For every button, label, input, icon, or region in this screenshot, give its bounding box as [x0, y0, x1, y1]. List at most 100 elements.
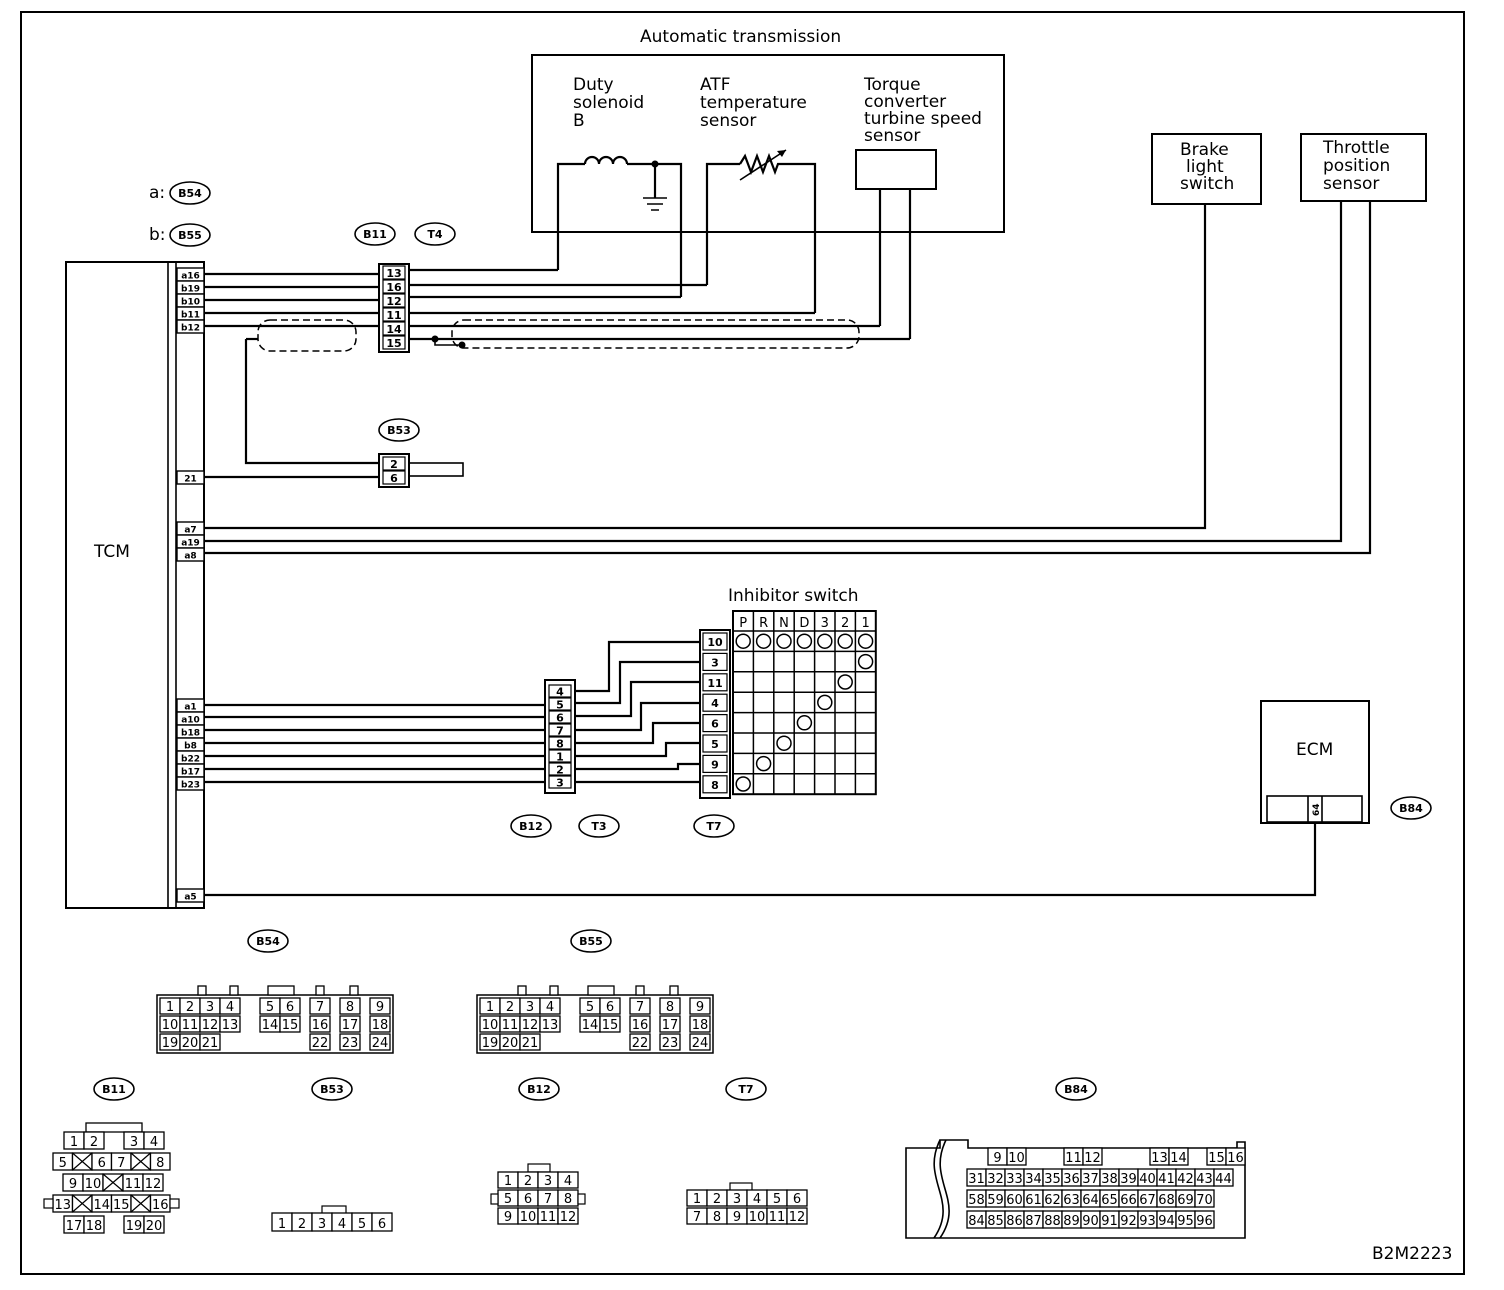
face-b54-cell-label: 24 — [372, 1036, 389, 1051]
face-b55-cell-label: 6 — [606, 1000, 614, 1015]
face-b54-cell — [339, 997, 361, 1015]
face-b84-cell-label: 70 — [1196, 1193, 1213, 1208]
face-b84-cell-label: 16 — [1227, 1151, 1244, 1166]
face-t7-cell-label: 12 — [789, 1210, 806, 1225]
face-b11-badge: B11 — [102, 1083, 126, 1096]
face-b84-cell-label: 60 — [1006, 1193, 1023, 1208]
face-b53-cell-label: 5 — [358, 1217, 366, 1232]
t7-pin-label: 8 — [711, 779, 719, 792]
face-b54-cell — [369, 997, 391, 1015]
svg-text:Brake: Brake — [1180, 140, 1229, 160]
face-b84-cell-label: 9 — [993, 1151, 1001, 1166]
inhibitor-contact-mark — [796, 715, 813, 731]
b11-pin-label: 13 — [386, 267, 401, 280]
face-b11-cell-label: 18 — [86, 1219, 103, 1234]
svg-text:sensor: sensor — [864, 126, 920, 146]
face-b55-cell-label: 15 — [602, 1018, 619, 1033]
t7-pin — [702, 775, 728, 794]
face-b84-cell — [1194, 1189, 1215, 1208]
face-b84-cell-label: 91 — [1101, 1214, 1118, 1229]
face-b84-cell-label: 44 — [1215, 1172, 1232, 1187]
face-b12-cell-label: 8 — [564, 1192, 572, 1207]
b11-pin — [382, 307, 406, 322]
face-b84-cell-label: 37 — [1082, 1172, 1099, 1187]
face-b11-cell-label: 9 — [69, 1177, 77, 1192]
b12-pin — [548, 684, 572, 698]
tcm-pin-label: b12 — [181, 324, 200, 334]
face-b54-cell-label: 13 — [222, 1018, 239, 1033]
face-b84-cell-label: 68 — [1158, 1193, 1175, 1208]
face-b84-cell-label: 61 — [1025, 1193, 1042, 1208]
svg-text:temperature: temperature — [700, 93, 807, 113]
face-b55-cell-label: 21 — [522, 1036, 539, 1051]
tcm-pin-label: a10 — [181, 716, 200, 726]
face-t7-cell-label: 4 — [753, 1192, 761, 1207]
face-b55-cell — [659, 1015, 681, 1033]
svg-text:sensor: sensor — [700, 111, 756, 131]
shield-left — [257, 319, 357, 352]
face-b84-cell-label: 88 — [1044, 1214, 1061, 1229]
connector-b55-badge: B55 — [178, 229, 202, 242]
face-b55-cell-label: 5 — [586, 1000, 594, 1015]
svg-text:converter: converter — [864, 92, 946, 112]
face-b54-badge: B54 — [256, 935, 280, 948]
face-b11-cell-label: 16 — [152, 1198, 169, 1213]
face-b12-cell-label: 12 — [560, 1210, 577, 1225]
face-b55-cell — [659, 1033, 681, 1051]
face-b55-cell-label: 13 — [542, 1018, 559, 1033]
connector-b11-badge: B11 — [363, 228, 387, 241]
face-b11-cell — [143, 1215, 165, 1234]
face-b55-cell-label: 12 — [522, 1018, 539, 1033]
face-b55-cell-label: 19 — [482, 1036, 499, 1051]
face-b54-cell-label: 6 — [286, 1000, 294, 1015]
face-b53-cell-label: 3 — [318, 1217, 326, 1232]
face-b84-cell-label: 35 — [1044, 1172, 1061, 1187]
face-b84-badge: B84 — [1064, 1083, 1088, 1096]
tcm-pin-label: b17 — [181, 768, 200, 778]
face-b11-cell-label: 17 — [66, 1219, 83, 1234]
face-b11-cell-label: 11 — [125, 1177, 142, 1192]
face-b55-cell-label: 7 — [636, 1000, 644, 1015]
face-b84-cell-label: 40 — [1139, 1172, 1156, 1187]
face-b55-badge: B55 — [579, 935, 603, 948]
t7-pin — [702, 673, 728, 692]
face-b54-cell — [309, 997, 331, 1015]
b12-pin-label: 3 — [556, 777, 564, 790]
tcm-pin-label: b18 — [181, 729, 200, 739]
face-b53-badge: B53 — [320, 1083, 344, 1096]
face-b84-cell-label: 64 — [1082, 1193, 1099, 1208]
automatic-transmission-box — [531, 54, 1005, 233]
figure-code: B2M2223 — [1372, 1244, 1452, 1264]
face-b11-cell — [83, 1131, 105, 1150]
face-b55-cell — [689, 1015, 711, 1033]
face-b84-cell — [1194, 1210, 1215, 1229]
face-b53-cell-label: 6 — [378, 1217, 386, 1232]
b12-pin-label: 7 — [556, 725, 564, 738]
tcm-pin-label: b22 — [181, 755, 200, 765]
face-b55-cell-label: 22 — [632, 1036, 649, 1051]
b11-pin — [382, 321, 406, 336]
face-b54-cell — [369, 1033, 391, 1051]
t7-pin — [702, 632, 728, 651]
face-b54-cell-label: 8 — [346, 1000, 354, 1015]
face-b84-cell-label: 12 — [1084, 1151, 1101, 1166]
b12-pin — [548, 710, 572, 724]
face-b12-cell-label: 7 — [544, 1192, 552, 1207]
tcm-pin-label: a1 — [184, 703, 196, 713]
face-b84-cell-label: 87 — [1025, 1214, 1042, 1229]
face-t7-cell-label: 11 — [769, 1210, 786, 1225]
face-b84-cell-label: 32 — [987, 1172, 1004, 1187]
b11-pin-label: 15 — [386, 337, 401, 350]
face-b54-cell-label: 12 — [202, 1018, 219, 1033]
face-b84-cell-label: 39 — [1120, 1172, 1137, 1187]
inhibitor-contact-mark — [837, 674, 853, 690]
face-b11-cell — [143, 1131, 165, 1150]
face-b84-cell — [1082, 1147, 1103, 1166]
inhibitor-contact-mark — [817, 694, 833, 711]
face-b54-cell-label: 22 — [312, 1036, 329, 1051]
inhibitor-position-label: 3 — [821, 616, 829, 631]
t7-pin-label: 5 — [711, 738, 719, 751]
face-b84-cell-label: 42 — [1177, 1172, 1194, 1187]
face-b54-cell — [279, 997, 301, 1015]
face-b55-cell — [539, 1015, 561, 1033]
